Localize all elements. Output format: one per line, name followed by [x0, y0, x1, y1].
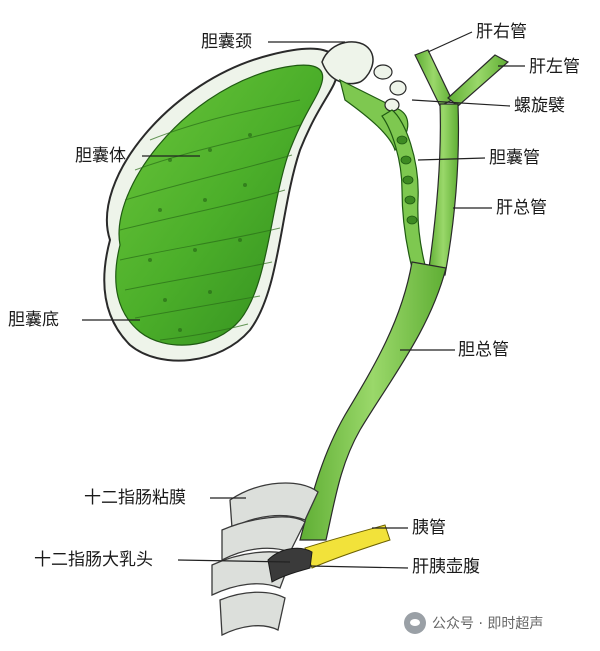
- watermark: 公众号 · 即时超声: [404, 612, 543, 634]
- spiral-fold-rings: [396, 135, 418, 225]
- label-gallbladder-fundus: 胆囊底: [8, 310, 59, 330]
- label-hepatopancreatic-ampulla: 肝胰壶腹: [412, 557, 480, 577]
- right-hepatic-duct-shape: [414, 49, 453, 107]
- label-left-hepatic-duct: 肝左管: [529, 57, 580, 77]
- label-common-hepatic-duct: 肝总管: [496, 198, 547, 218]
- label-major-duodenal-papilla: 十二指肠大乳头: [34, 550, 153, 570]
- watermark-text: 公众号 · 即时超声: [432, 616, 544, 632]
- common-bile-duct-shape: [299, 261, 447, 541]
- spiral-fold-shapes: [373, 64, 407, 112]
- label-gallbladder-neck: 胆囊颈: [201, 32, 252, 52]
- label-right-hepatic-duct: 肝右管: [476, 22, 527, 42]
- label-pancreatic-duct: 胰管: [412, 518, 446, 538]
- label-common-bile-duct: 胆总管: [458, 340, 509, 360]
- leader-lines: [82, 31, 525, 569]
- common-hepatic-duct-shape: [427, 103, 460, 276]
- mucosal-folds: [119, 99, 301, 341]
- gallbladder-body: [115, 64, 324, 346]
- ampulla-shape: [267, 547, 313, 583]
- label-gallbladder-body: 胆囊体: [75, 146, 126, 166]
- wechat-icon: [404, 612, 426, 634]
- left-hepatic-duct-shape: [447, 54, 510, 107]
- label-duodenal-mucosa: 十二指肠粘膜: [84, 488, 186, 508]
- label-spiral-fold: 螺旋襞: [514, 96, 565, 116]
- mucosal-dots: [148, 133, 252, 332]
- pancreatic-duct-shape: [304, 524, 391, 569]
- label-cystic-duct: 胆囊管: [489, 148, 540, 168]
